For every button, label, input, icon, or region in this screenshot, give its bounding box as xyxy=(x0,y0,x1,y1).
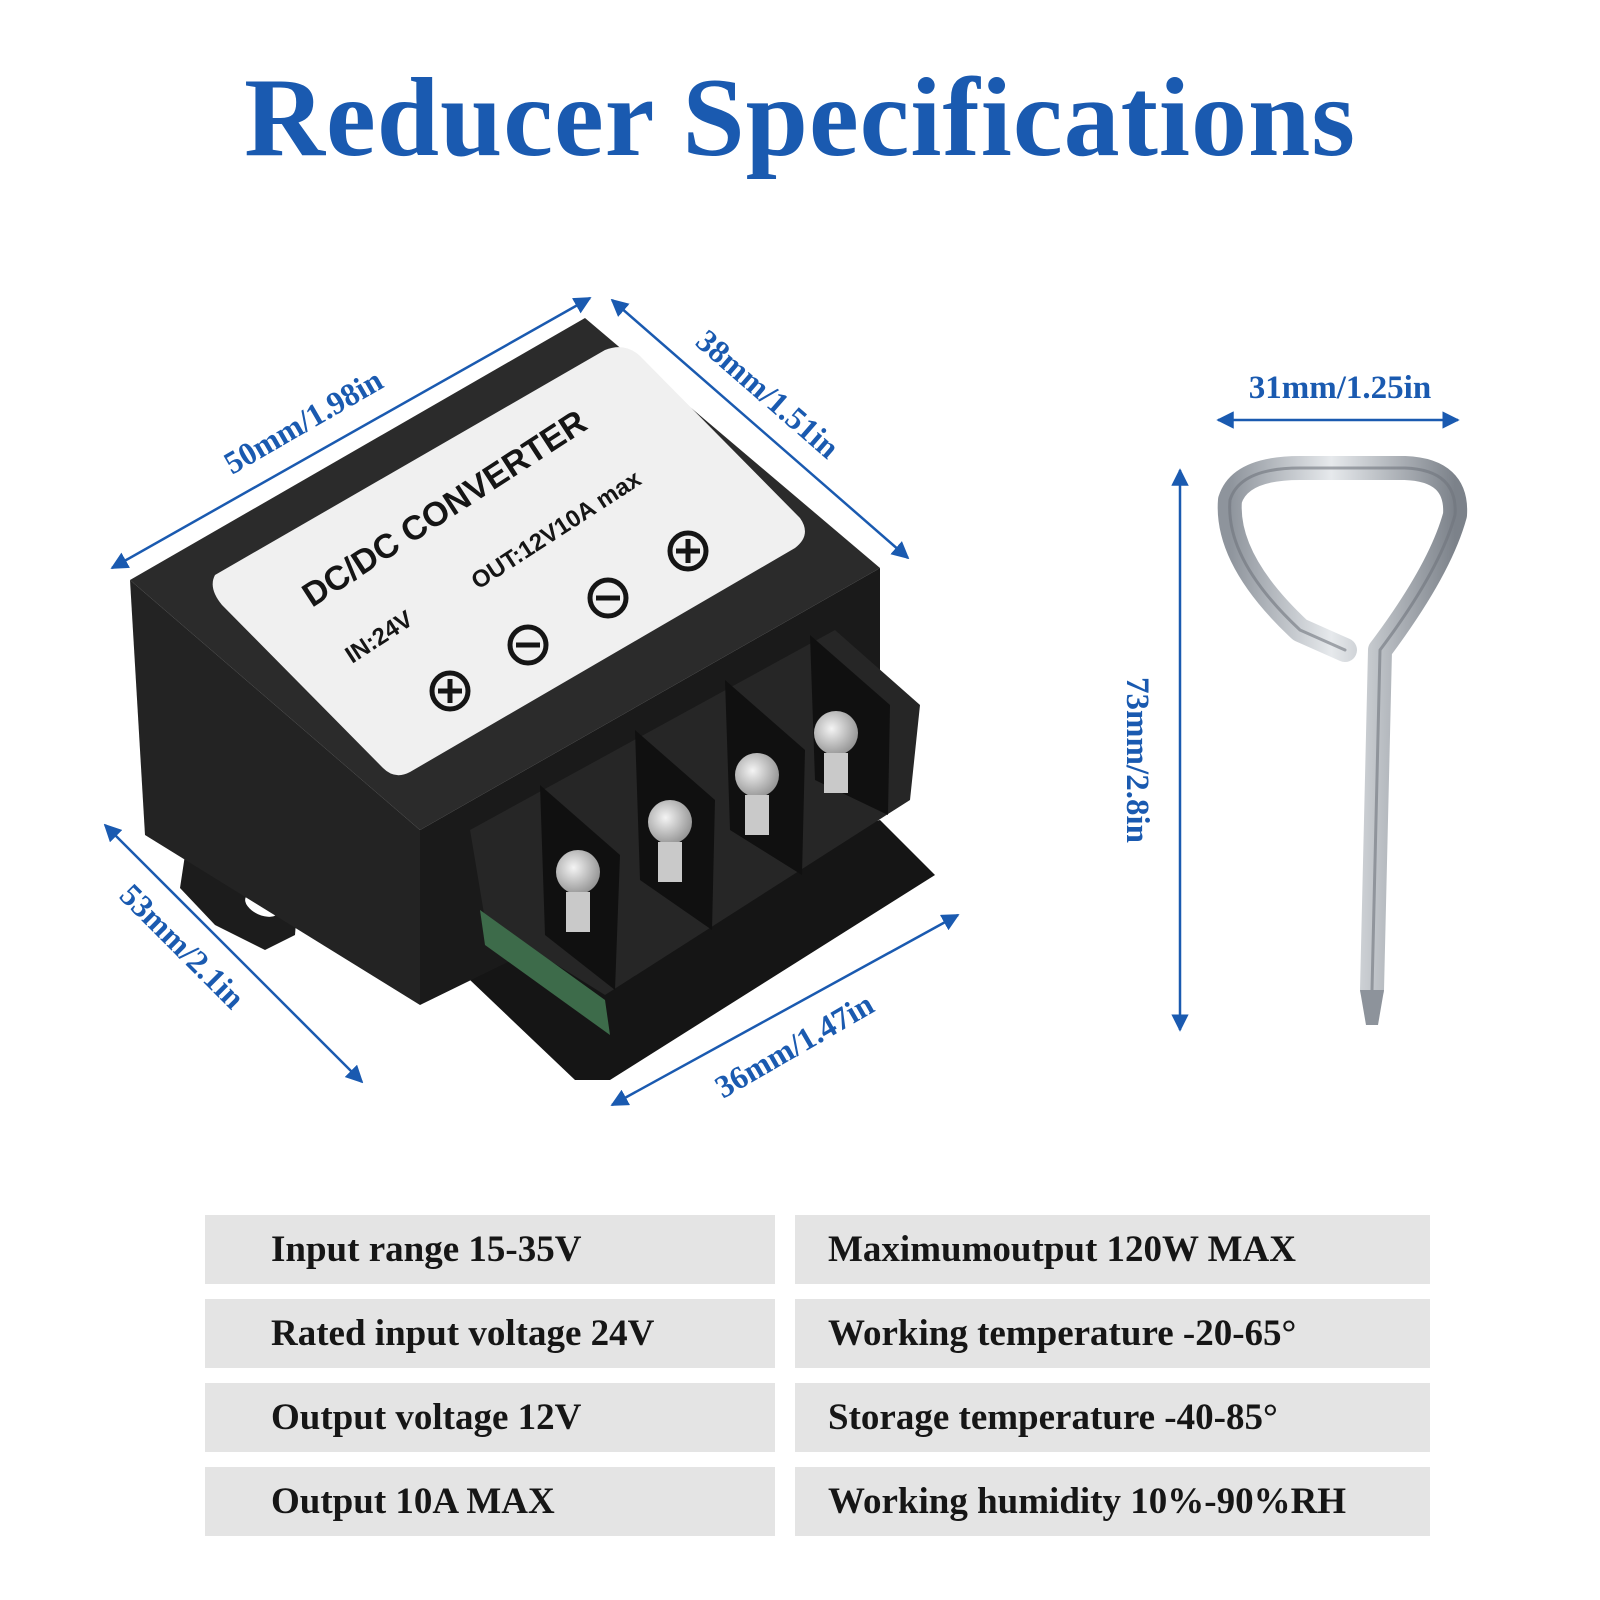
terminal-width-arrow xyxy=(610,913,960,1107)
depth-arrow xyxy=(610,298,910,560)
length-arrow xyxy=(103,823,364,1084)
terminal-screw xyxy=(556,850,600,894)
wrench-loop xyxy=(1217,456,1468,1002)
spec-rated-input-voltage: Rated input voltage 24V xyxy=(205,1299,775,1368)
spec-storage-temperature: Storage temperature -40-85° xyxy=(795,1383,1430,1452)
spec-maximum-output: Maximumoutput 120W MAX xyxy=(795,1215,1430,1284)
minus-symbol-icon xyxy=(507,624,549,666)
dim-wrench-height-label: 73mm/2.8in xyxy=(1119,677,1155,843)
page-title: Reducer Specifications xyxy=(244,56,1356,180)
terminal-screw xyxy=(648,800,692,844)
spec-working-temperature: Working temperature -20-65° xyxy=(795,1299,1430,1368)
terminal-screw xyxy=(735,753,779,797)
plus-symbol-icon xyxy=(429,670,471,712)
wrench-tool xyxy=(1217,456,1468,1025)
spec-working-humidity: Working humidity 10%-90%RH xyxy=(795,1467,1430,1536)
spec-output-current: Output 10A MAX xyxy=(205,1467,775,1536)
minus-symbol-icon xyxy=(587,577,629,619)
width-arrow xyxy=(110,296,592,570)
dim-wrench-width-label: 31mm/1.25in xyxy=(1249,370,1431,406)
terminal-block xyxy=(470,630,920,1035)
spec-table: Input range 15-35V Rated input voltage 2… xyxy=(205,1215,1430,1545)
wrench-tip xyxy=(1360,990,1384,1025)
spec-output-voltage: Output voltage 12V xyxy=(205,1383,775,1452)
dim-terminal-width-label: 36mm/1.47in xyxy=(709,985,880,1105)
spec-input-range: Input range 15-35V xyxy=(205,1215,775,1284)
terminal-screw xyxy=(814,711,858,755)
dimension-lines xyxy=(103,296,960,1107)
